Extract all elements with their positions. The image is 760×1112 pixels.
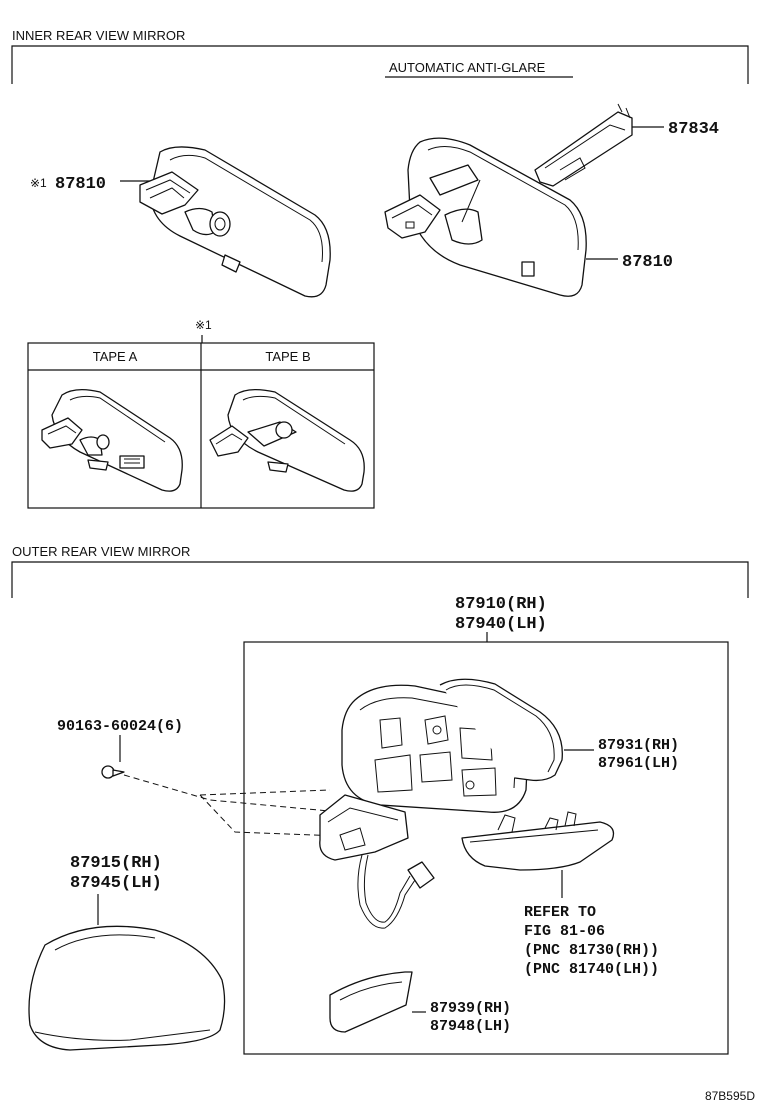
- refer-line-2: FIG 81-06: [524, 923, 605, 940]
- tape-a-mirror: [41, 388, 183, 492]
- refer-line-3: (PNC 81730(RH)): [524, 942, 659, 959]
- lower-cover: [329, 971, 413, 1033]
- cover-label-rh: 87915(RH): [70, 854, 162, 873]
- screw-label: 90163-60024(6): [57, 718, 183, 735]
- assy-label-lh: 87940(LH): [455, 615, 547, 634]
- tape-b-mirror: [209, 388, 365, 492]
- part-label-87810-right: 87810: [622, 253, 673, 272]
- outer-section-bracket: [11, 561, 749, 598]
- glass-label-rh: 87931(RH): [598, 737, 679, 754]
- outer-section-title: OUTER REAR VIEW MIRROR: [12, 544, 190, 559]
- assy-label-rh: 87910(RH): [455, 595, 547, 614]
- outer-assembly-box: [243, 641, 729, 1055]
- screw-dash-2: [199, 794, 341, 837]
- anti-glare-label: AUTOMATIC ANTI-GLARE: [389, 60, 546, 75]
- mirror-glass: [439, 678, 563, 782]
- figure-code: 87B595D: [705, 1089, 755, 1103]
- part-label-87834: 87834: [668, 120, 719, 139]
- glass-label-lh: 87961(LH): [598, 755, 679, 772]
- tape-marker-symbol: ※1: [195, 318, 212, 332]
- screw-part: [101, 765, 125, 779]
- mirror-cover: [28, 925, 226, 1051]
- inner-section-title: INNER REAR VIEW MIRROR: [12, 28, 185, 43]
- inner-section-bracket: [11, 45, 749, 84]
- turn-signal-lamp: [461, 811, 615, 871]
- marker-symbol-1: ※1: [30, 176, 47, 190]
- screw-dash-3: [199, 789, 331, 796]
- inner-mirror-right: [384, 137, 587, 297]
- refer-line-1: REFER TO: [524, 904, 596, 921]
- part-label-87810-left: 87810: [55, 175, 106, 194]
- tape-a-label: TAPE A: [93, 349, 138, 364]
- lower-label-lh: 87948(LH): [430, 1018, 511, 1035]
- inner-mirror-left: [139, 146, 331, 298]
- refer-line-4: (PNC 81740(LH)): [524, 961, 659, 978]
- tape-b-label: TAPE B: [265, 349, 310, 364]
- lower-label-rh: 87939(RH): [430, 1000, 511, 1017]
- cover-label-lh: 87945(LH): [70, 874, 162, 893]
- wire-cover-87834: [534, 103, 633, 187]
